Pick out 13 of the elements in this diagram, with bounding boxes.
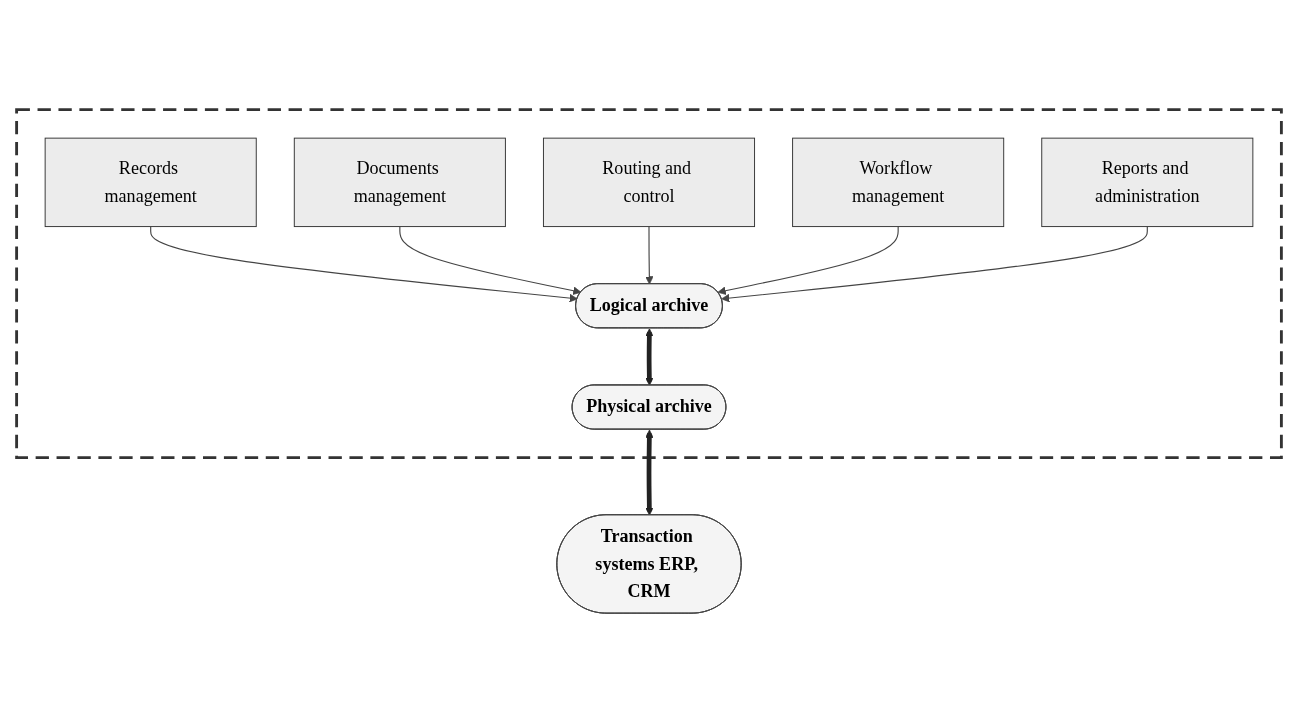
arrow xyxy=(150,226,578,303)
node-box: Documents management xyxy=(293,137,506,228)
arrow xyxy=(645,429,654,516)
arrow xyxy=(645,328,654,386)
arrow xyxy=(721,226,1148,303)
node-box: Routing and control xyxy=(542,137,756,228)
cluster xyxy=(15,108,1283,460)
arrow xyxy=(717,226,899,295)
arrow xyxy=(399,226,582,295)
arrow xyxy=(645,226,654,285)
node-box: Workflow management xyxy=(792,137,1005,228)
node-box: Records management xyxy=(44,137,257,228)
node-box: Reports and administration xyxy=(1041,137,1254,228)
